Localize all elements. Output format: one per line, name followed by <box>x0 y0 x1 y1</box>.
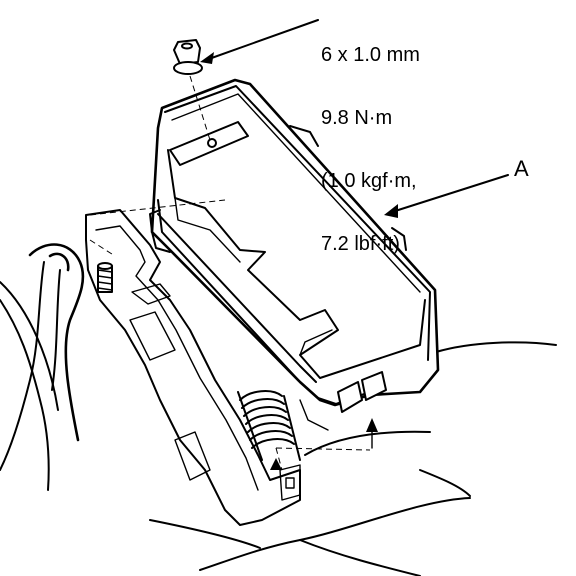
torque-spec-callout: 6 x 1.0 mm 9.8 N·m (1.0 kgf·m, 7.2 lbf·f… <box>321 3 420 297</box>
spec-line-torque-kgfm: (1.0 kgf·m, <box>321 170 417 192</box>
stud-bolt <box>97 262 113 293</box>
spec-line-torque-nm: 9.8 N·m <box>321 107 393 129</box>
leader-lines <box>200 19 509 470</box>
corrugated-conduit <box>237 390 301 461</box>
spec-line-torque-lbfft: 7.2 lbf·ft) <box>321 233 400 255</box>
spec-line-size: 6 x 1.0 mm <box>321 44 420 66</box>
fuse-box <box>149 78 440 431</box>
mounting-bracket <box>85 209 301 526</box>
guide-lines <box>89 75 371 471</box>
body-contours <box>149 341 557 576</box>
flange-nut <box>173 39 203 75</box>
wiring-harness <box>0 243 85 491</box>
part-label-a: A <box>514 156 529 181</box>
